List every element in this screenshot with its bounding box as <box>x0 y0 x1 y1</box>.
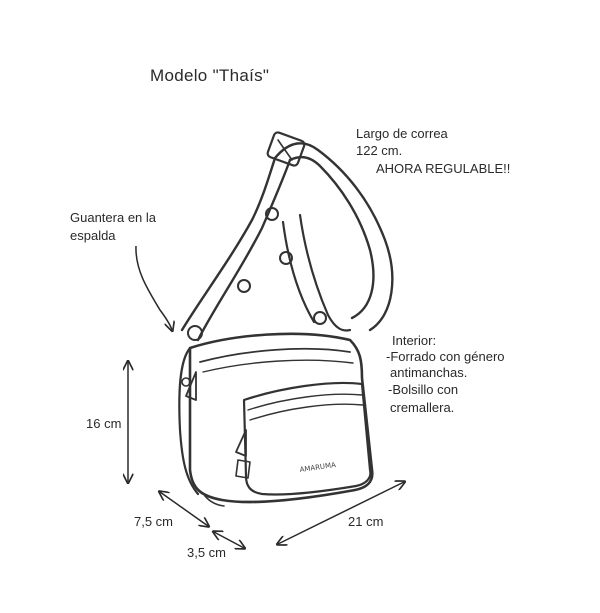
depth-arrow <box>160 492 208 526</box>
strap-note-line-3: AHORA REGULABLE!! <box>376 161 511 176</box>
strap <box>180 142 394 342</box>
front-pocket <box>235 381 372 496</box>
strap-note-line-2: 122 cm. <box>356 143 403 158</box>
height-dimension-label: 16 cm <box>86 416 122 431</box>
strap-note-line-1: Largo de correa <box>356 126 448 141</box>
interior-line-4: -Bolsillo con <box>388 382 459 397</box>
interior-line-2: -Forrado con género <box>386 349 505 364</box>
interior-line-5: cremallera. <box>390 400 455 415</box>
back-pocket-line-2: espalda <box>70 228 116 243</box>
strap-eyelets <box>187 207 327 341</box>
brand-stamp: AMARUMA <box>299 461 336 474</box>
bottom-arrow <box>214 532 244 548</box>
bag-body <box>178 332 374 504</box>
width-arrow <box>278 482 404 544</box>
back-pocket-pointer <box>135 245 172 330</box>
model-title: Modelo "Thaís" <box>150 66 270 85</box>
interior-line-3: antimanchas. <box>390 365 468 380</box>
interior-line-1: Interior: <box>392 333 437 348</box>
strap-buckle <box>266 131 306 167</box>
back-pocket-line-1: Guantera en la <box>70 210 157 225</box>
